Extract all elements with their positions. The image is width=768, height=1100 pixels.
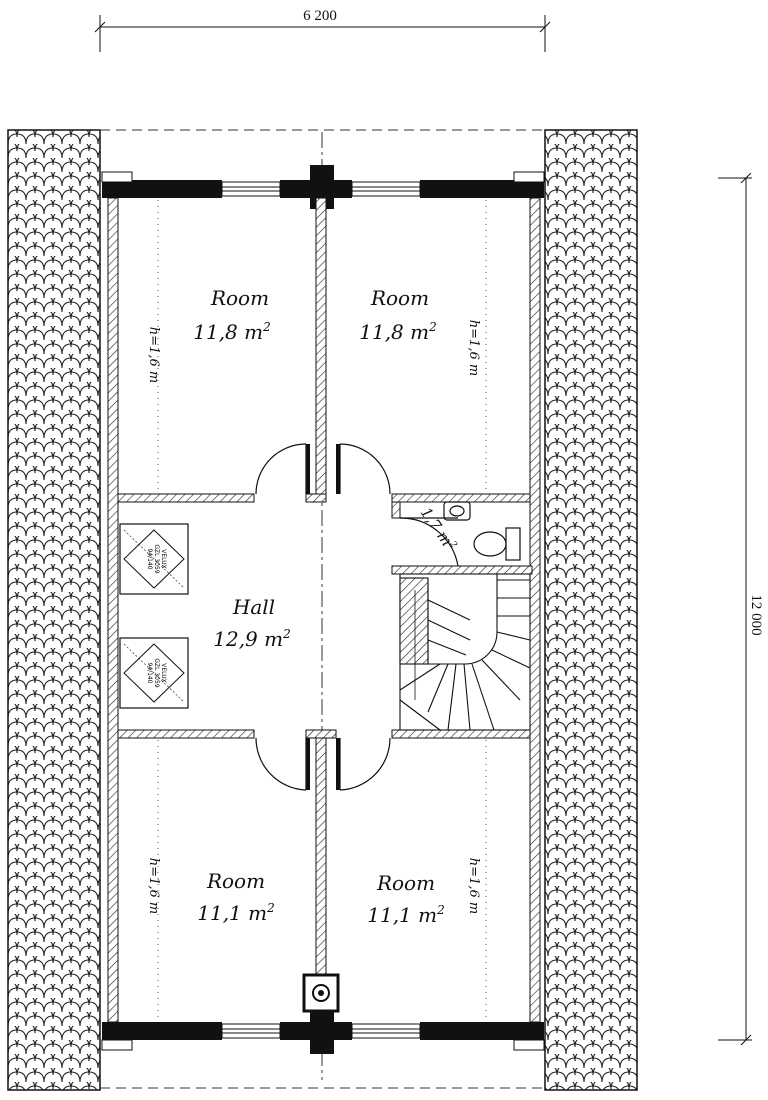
bathroom-area: 1,7 m2 [417,504,460,554]
knee-wall-right [529,197,541,1023]
roof-window-2 [119,637,189,709]
room-4-name: Room [376,871,435,895]
door-jambs [306,444,340,790]
gable-wall-top [101,165,545,209]
hall-name: Hall [232,595,275,619]
room-1-height: h=1,6 m [146,327,161,383]
height-lines [157,200,487,1020]
roof-window-2-size: GZL 3059 [153,658,160,687]
hall-area: 12,9 m2 [213,627,291,651]
room-1-name: Room [210,286,269,310]
washbasin-icon [443,501,471,521]
roof-window-1 [119,523,189,595]
roof-window-2-dims: 94/140 [146,662,153,683]
roof-window-1-label: VELUX [160,549,167,568]
room-3-area: 11,1 m2 [197,901,275,925]
chimney [302,973,340,1013]
room-1-area: 11,8 m2 [193,320,271,344]
partition-bottom [315,731,327,1011]
hall-walls [117,493,533,739]
roof-window-1-dims: 94/140 [146,548,153,569]
room-3-height: h=1,6 m [146,858,161,914]
gable-wall-bottom [101,1010,545,1054]
roof-window-2-label: VELUX [160,663,167,682]
room-4-height: h=1,6 m [466,858,481,914]
roof-window-1-size: GZL 3059 [153,544,160,573]
room-4-area: 11,1 m2 [367,903,445,927]
roof-left [7,129,101,1091]
room-2-area: 11,8 m2 [359,320,437,344]
roof-right [544,129,638,1091]
room-3-name: Room [206,869,265,893]
width-dimension [94,15,551,52]
toilet-icon [473,527,521,561]
room-2-height: h=1,6 m [466,320,481,376]
width-dimension-label: 6 200 [303,8,337,24]
knee-wall-left [107,197,119,1023]
length-dimension-label: 12 000 [748,594,764,635]
partition-top [315,197,327,499]
staircase [399,573,531,731]
length-dimension [718,172,752,1046]
room-2-name: Room [370,286,429,310]
